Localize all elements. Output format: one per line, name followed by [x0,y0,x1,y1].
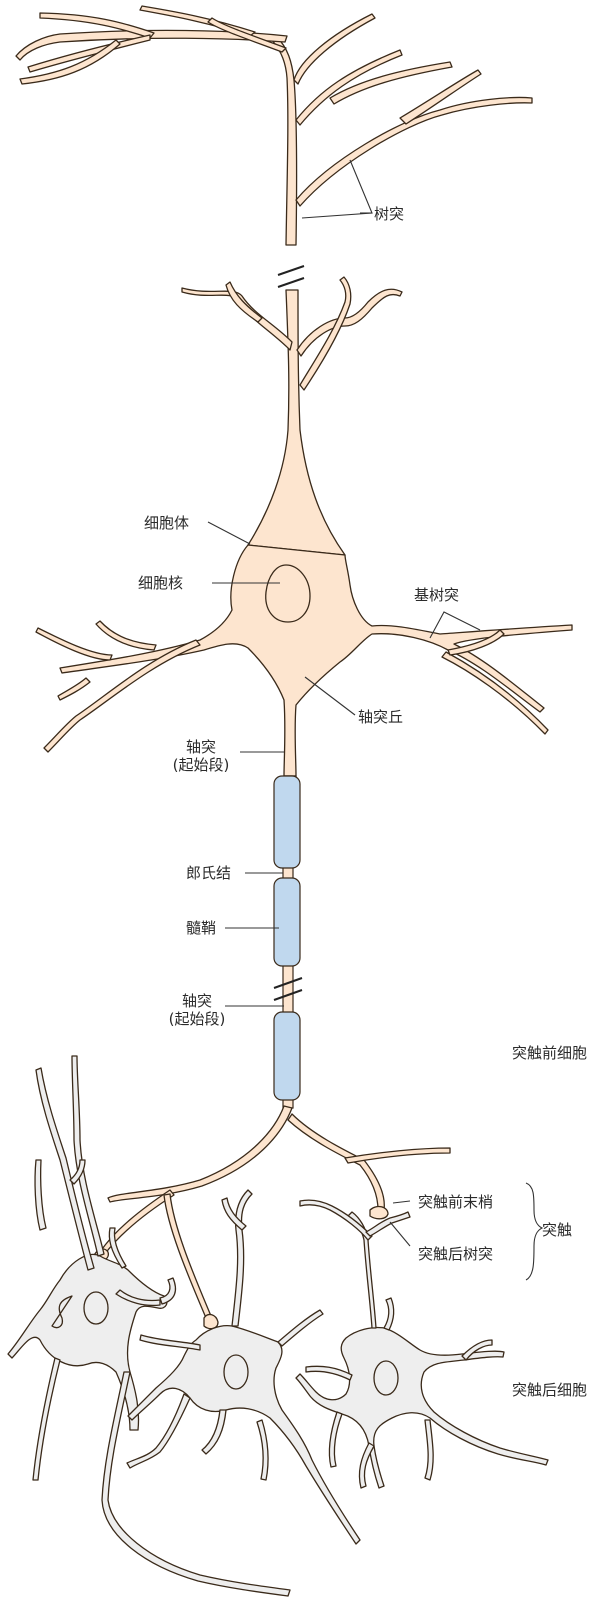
postsynaptic-neurons [8,1056,548,1596]
label-presynaptic-cell: 突触前细胞 [512,1044,587,1062]
label-axon-hillock: 轴突丘 [358,708,403,726]
label-nucleus: 细胞核 [138,574,183,592]
label-cell-body: 细胞体 [144,514,189,532]
myelin-segment-3 [274,1012,300,1100]
label-presynaptic-terminal: 突触前末梢 [418,1193,493,1211]
myelin-segment-2 [274,878,300,966]
break-mark-upper [278,266,304,287]
label-axon-2-sub: (起始段) [158,1010,236,1028]
myelinated-axon [274,776,300,1108]
nucleus-a [84,1292,108,1324]
label-dendrite: 树突 [374,205,404,223]
postsynaptic-neuron-c [296,1200,548,1488]
myelin-segment-1 [274,776,300,868]
label-node-of-ranvier: 郎氏结 [186,864,231,882]
label-axon-1-sub: (起始段) [162,756,240,774]
label-axon-2: 轴突 [158,992,236,1010]
label-axon-initial-segment-2: 轴突 (起始段) [158,992,236,1028]
apical-dendrite [16,6,532,245]
nucleus-b [224,1355,248,1389]
label-basal-dendrite: 基树突 [414,586,459,604]
label-postsynaptic-cell: 突触后细胞 [512,1381,587,1399]
presynaptic-neuron [16,6,572,1329]
postsynaptic-neuron-a [8,1056,290,1596]
label-myelin-sheath: 髓鞘 [186,919,216,937]
label-postsynaptic-dendrite: 突触后树突 [418,1245,493,1263]
soma-and-proximal [36,277,572,778]
label-axon-1: 轴突 [162,738,240,756]
nucleus-c [374,1361,398,1395]
label-axon-initial-segment-1: 轴突 (起始段) [162,738,240,774]
label-synapse: 突触 [542,1221,572,1239]
